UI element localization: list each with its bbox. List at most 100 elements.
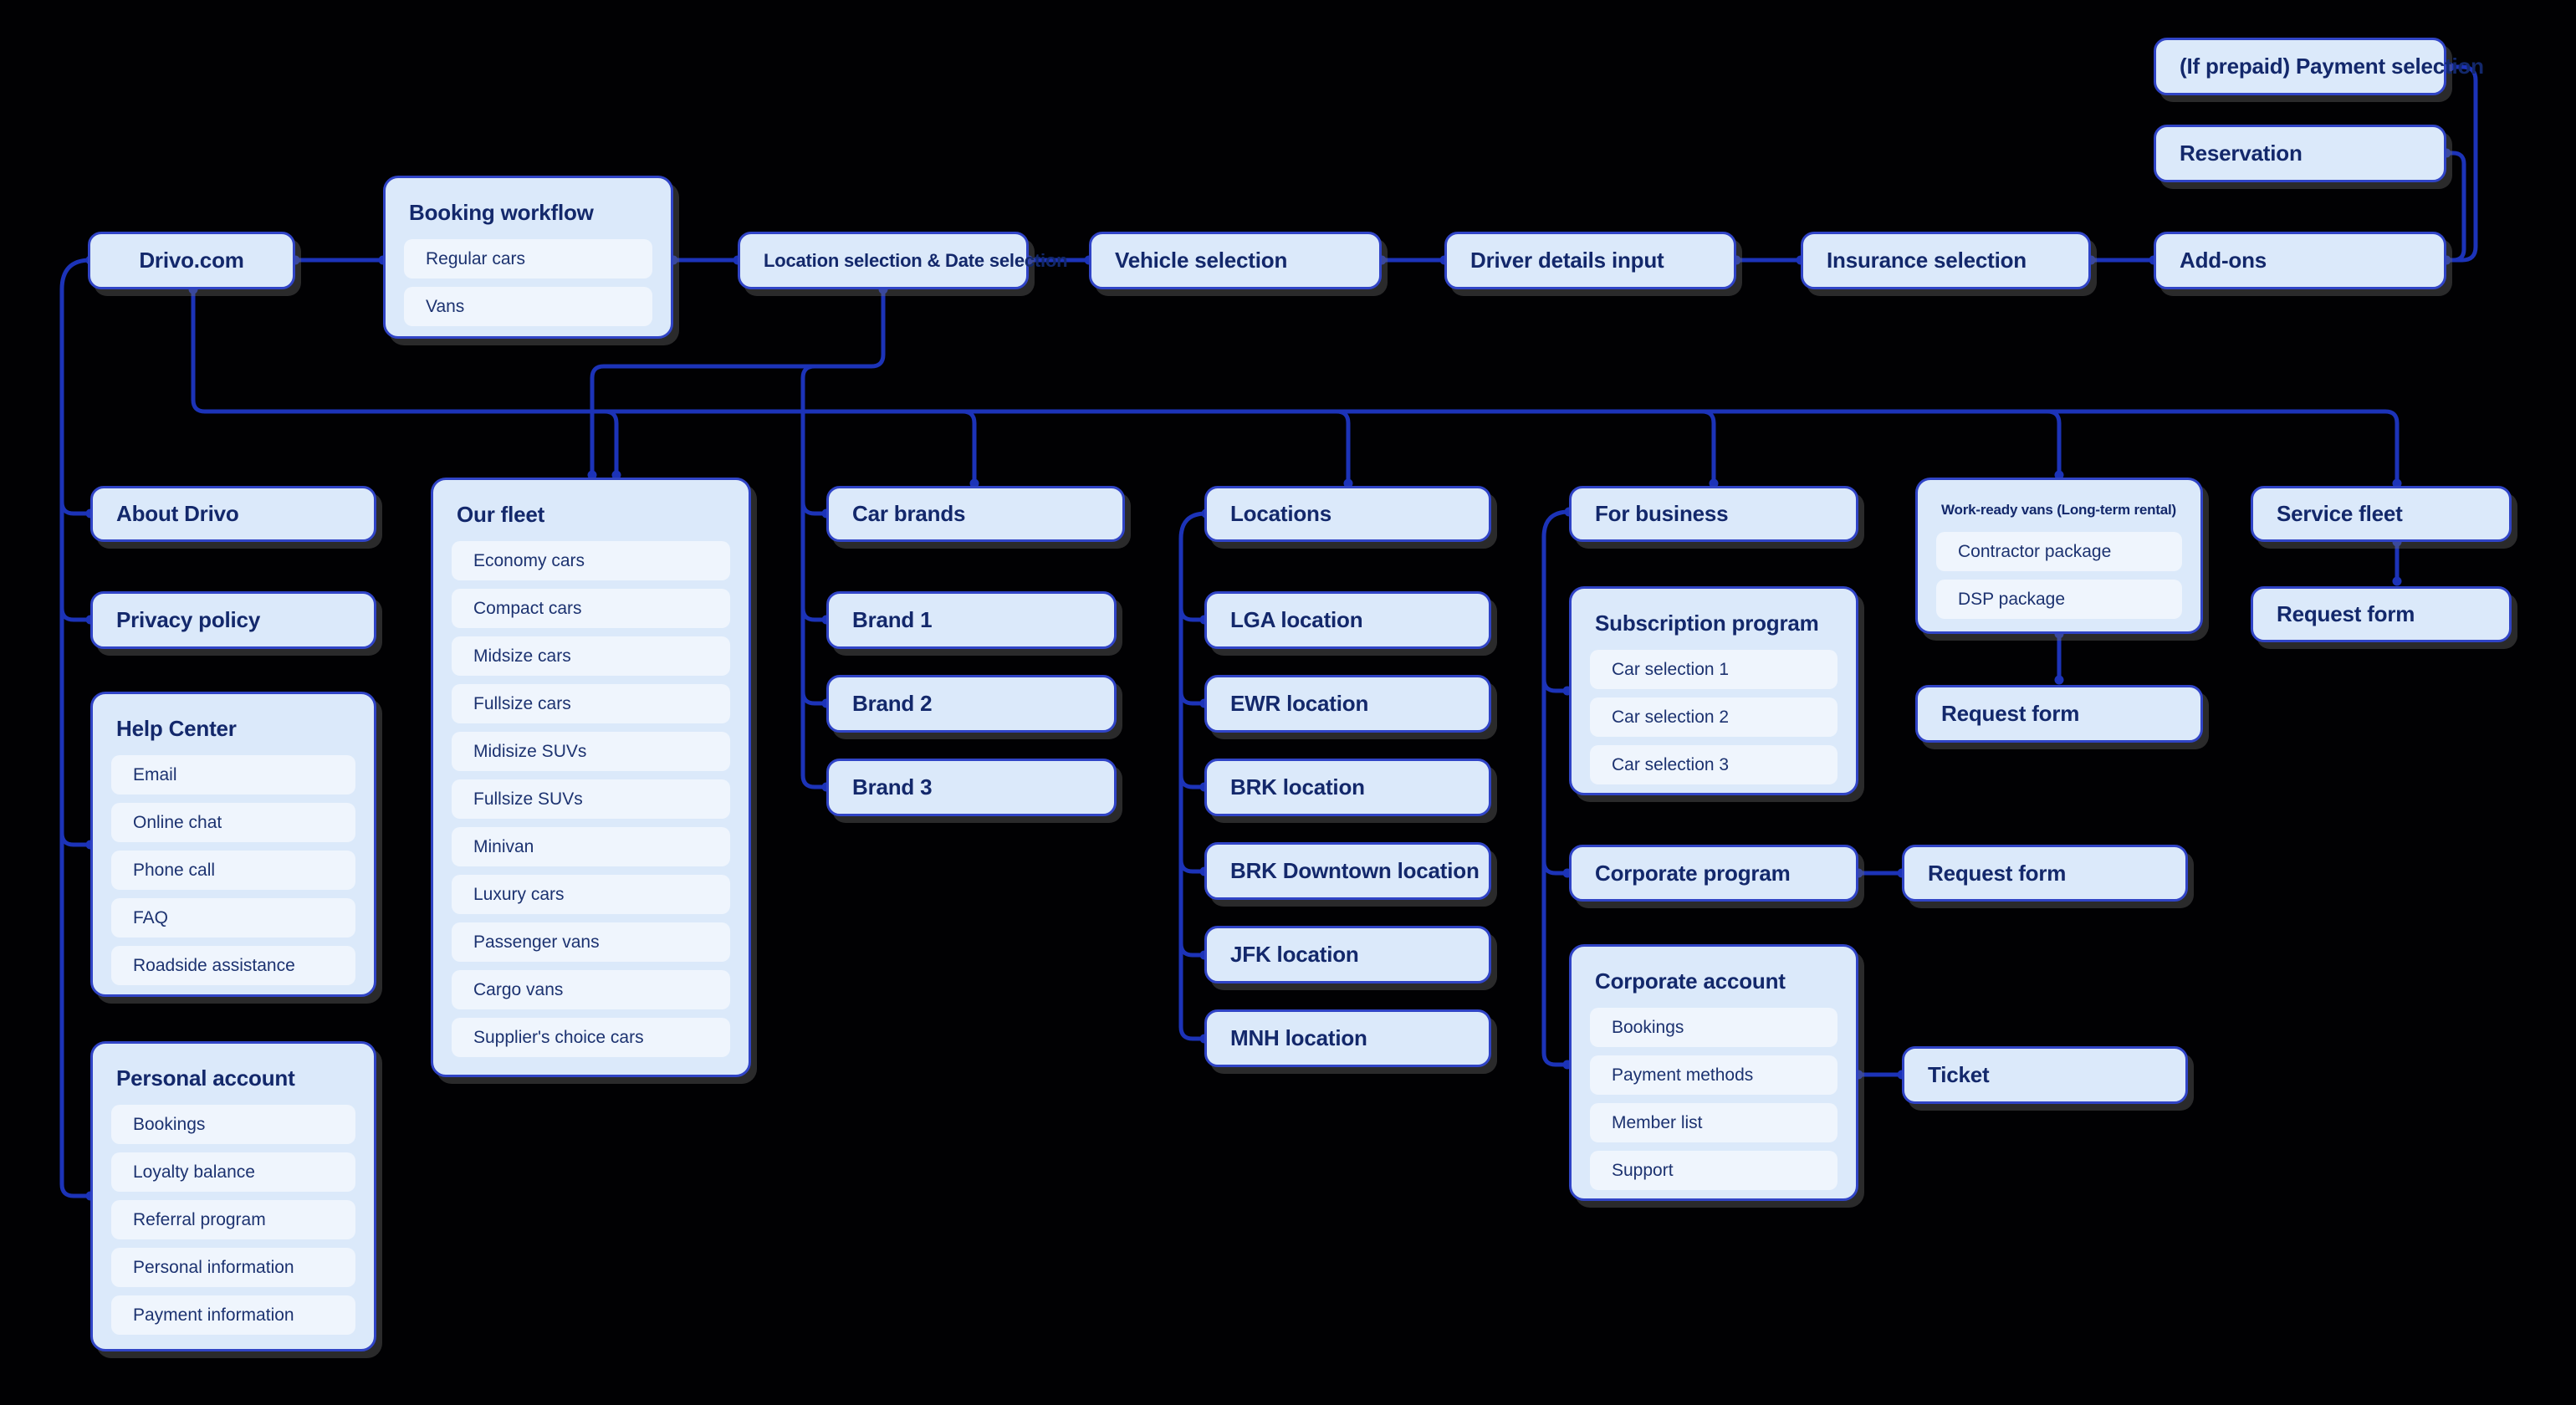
car-brands-node[interactable]: Car brands [826, 486, 1125, 542]
help-center-item-0[interactable]: Email [111, 755, 355, 794]
driver-details-input-node[interactable]: Driver details input [1444, 232, 1736, 289]
corporate-account-item-0[interactable]: Bookings [1590, 1008, 1837, 1047]
vehicle-selection-node[interactable]: Vehicle selection [1089, 232, 1382, 289]
corporate-account-title: Corporate account [1595, 968, 1786, 994]
location-date-selection-node[interactable]: Location selection & Date selection [738, 232, 1068, 289]
our-fleet-item-6[interactable]: Minivan [452, 827, 730, 866]
personal-account-item-4[interactable]: Payment information [111, 1295, 355, 1335]
our-fleet-item-8[interactable]: Passenger vans [452, 922, 730, 962]
drivo-home-label: Drivo.com [139, 248, 244, 273]
help-center-item-4[interactable]: Roadside assistance [111, 946, 355, 985]
connector-endpoint-dot [2054, 675, 2064, 685]
help-center-item-2[interactable]: Phone call [111, 851, 355, 890]
our-fleet-item-4[interactable]: Midisize SUVs [452, 732, 730, 771]
brand-2-node[interactable]: Brand 2 [826, 675, 1117, 733]
mnh-location-node[interactable]: MNH location [1204, 1009, 1491, 1067]
connector-business-to-corporate-program [1541, 859, 1570, 876]
subscription-program-item-0[interactable]: Car selection 1 [1590, 650, 1837, 689]
our-fleet-item-2[interactable]: Midsize cars [452, 636, 730, 676]
request-form-vans-node[interactable]: Request form [1915, 685, 2203, 743]
connector-spine-to-about-drivo [59, 499, 93, 516]
reservation-node[interactable]: Reservation [2154, 125, 2446, 182]
corporate-program-node[interactable]: Corporate program [1569, 845, 1858, 902]
add-ons-node[interactable]: Add-ons [2154, 232, 2446, 289]
drivo-home-node[interactable]: Drivo.com [88, 232, 295, 289]
driver-details-input-label: Driver details input [1470, 248, 1664, 273]
subscription-program-item-2[interactable]: Car selection 3 [1590, 745, 1837, 784]
booking-workflow-item-1[interactable]: Vans [404, 287, 652, 326]
connector-spine-to-privacy-policy [59, 605, 93, 622]
payment-selection-node[interactable]: (If prepaid) Payment selection [2154, 38, 2484, 95]
connector-trunk-to-our-fleet [602, 409, 619, 478]
our-fleet-item-10[interactable]: Supplier's choice cars [452, 1018, 730, 1057]
ewr-location-label: EWR location [1230, 691, 1369, 716]
jfk-location-label: JFK location [1230, 942, 1359, 967]
brk-location-node[interactable]: BRK location [1204, 759, 1491, 816]
connector-locations-to-ewr [1178, 689, 1207, 706]
brand-1-node[interactable]: Brand 1 [826, 591, 1117, 649]
jfk-location-node[interactable]: JFK location [1204, 926, 1491, 984]
brk-location-label: BRK location [1230, 774, 1365, 800]
privacy-policy-node[interactable]: Privacy policy [90, 591, 376, 649]
corporate-account-item-1[interactable]: Payment methods [1590, 1055, 1837, 1095]
connector-endpoint-dot [969, 478, 979, 488]
connector-locations-spine [1178, 511, 1209, 1041]
connector-endpoint-dot [2392, 576, 2402, 586]
our-fleet-item-1[interactable]: Compact cars [452, 589, 730, 628]
connector-for-business-spine [1541, 509, 1572, 1067]
personal-account-item-0[interactable]: Bookings [111, 1105, 355, 1144]
brk-downtown-location-label: BRK Downtown location [1230, 858, 1480, 883]
connector-spine-to-help-center [59, 830, 93, 847]
corporate-account-item-2[interactable]: Member list [1590, 1103, 1837, 1142]
for-business-node[interactable]: For business [1569, 486, 1858, 542]
brand-1-label: Brand 1 [852, 607, 933, 632]
our-fleet-item-3[interactable]: Fullsize cars [452, 684, 730, 723]
request-form-service-node[interactable]: Request form [2251, 586, 2512, 642]
our-fleet-item-0[interactable]: Economy cars [452, 541, 730, 580]
connector-location-selection-brands-spine [800, 364, 829, 789]
our-fleet-item-9[interactable]: Cargo vans [452, 970, 730, 1009]
work-ready-vans-item-0[interactable]: Contractor package [1936, 532, 2182, 571]
subscription-program-item-1[interactable]: Car selection 2 [1590, 697, 1837, 737]
brk-downtown-location-node[interactable]: BRK Downtown location [1204, 842, 1491, 900]
locations-node[interactable]: Locations [1204, 486, 1491, 542]
connector-location-selection-to-our-fleet [590, 287, 886, 478]
about-drivo-node[interactable]: About Drivo [90, 486, 376, 542]
our-fleet-item-7[interactable]: Luxury cars [452, 875, 730, 914]
add-ons-label: Add-ons [2180, 248, 2267, 273]
connector-brands-spine-to-brand-2 [800, 689, 829, 706]
service-fleet-node[interactable]: Service fleet [2251, 486, 2512, 542]
privacy-policy-label: Privacy policy [116, 607, 261, 632]
insurance-selection-node[interactable]: Insurance selection [1801, 232, 2091, 289]
our-fleet-item-5[interactable]: Fullsize SUVs [452, 779, 730, 819]
connector-brands-spine-to-car-brands [800, 499, 829, 516]
personal-account-item-3[interactable]: Personal information [111, 1248, 355, 1287]
work-ready-vans-title: Work-ready vans (Long-term rental) [1941, 502, 2176, 518]
booking-workflow-item-0[interactable]: Regular cars [404, 239, 652, 278]
connector-endpoint-dot [2445, 62, 2455, 72]
corporate-account-item-3[interactable]: Support [1590, 1151, 1837, 1190]
personal-account-item-1[interactable]: Loyalty balance [111, 1152, 355, 1192]
work-ready-vans-group[interactable]: Work-ready vans (Long-term rental) Contra… [1915, 478, 2203, 634]
lga-location-label: LGA location [1230, 607, 1363, 632]
help-center-item-1[interactable]: Online chat [111, 803, 355, 842]
lga-location-node[interactable]: LGA location [1204, 591, 1491, 649]
car-brands-label: Car brands [852, 501, 966, 526]
help-center-item-3[interactable]: FAQ [111, 898, 355, 938]
ticket-node[interactable]: Ticket [1902, 1046, 2188, 1104]
connector-locations-to-brk-downtown [1178, 857, 1207, 874]
personal-account-item-2[interactable]: Referral program [111, 1200, 355, 1239]
request-form-corporate-node[interactable]: Request form [1902, 845, 2188, 902]
brand-3-node[interactable]: Brand 3 [826, 759, 1117, 816]
work-ready-vans-item-1[interactable]: DSP package [1936, 580, 2182, 619]
mnh-location-label: MNH location [1230, 1025, 1367, 1050]
request-form-service-label: Request form [2277, 601, 2415, 626]
ewr-location-node[interactable]: EWR location [1204, 675, 1491, 733]
